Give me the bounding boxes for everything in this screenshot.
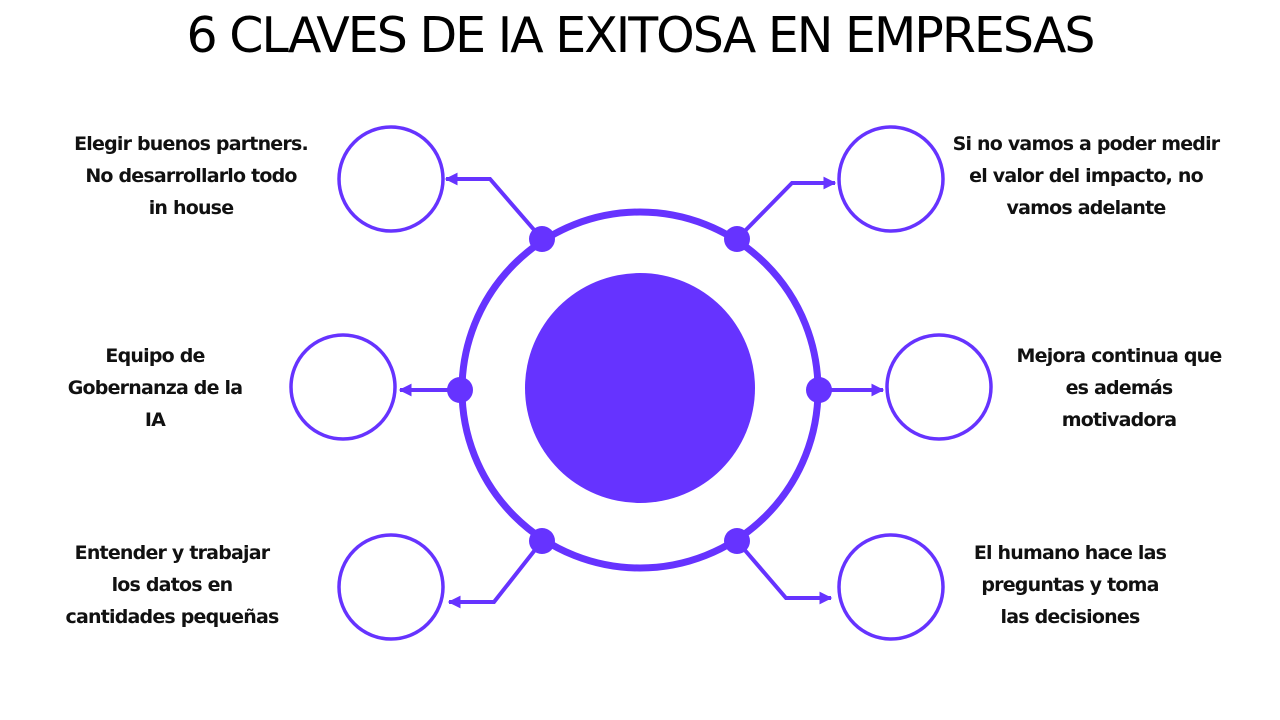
node-dot-humano (724, 528, 750, 554)
connector-medir (735, 176, 837, 241)
key-label-line: Entender y trabajar (74, 542, 270, 564)
key-label-line: Mejora continua que (1016, 345, 1223, 367)
key-label-line: cantidades pequeñas (65, 606, 280, 628)
key-label-line: Elegir buenos partners. (74, 133, 309, 155)
node-dot-mejora (806, 377, 832, 403)
key-label-line: in house (148, 197, 234, 219)
page-title: 6 CLAVES DE IA EXITOSA EN EMPRESAS (186, 7, 1096, 64)
key-label-line: es además (1065, 377, 1174, 399)
key-circle-humano (837, 533, 945, 641)
key-label-line: Gobernanza de la (67, 377, 243, 399)
connector-humano (735, 539, 833, 605)
key-label-line: el valor del impacto, no (969, 165, 1204, 187)
key-label-line: vamos adelante (1006, 197, 1167, 219)
key-label-line: las decisiones (1000, 606, 1141, 628)
connector-datos (447, 539, 544, 609)
node-dot-medir (724, 226, 750, 252)
key-label-partners: Elegir buenos partners. No desarrollarlo… (26, 128, 356, 224)
key-label-humano: El humano hace las preguntas y toma las … (950, 537, 1190, 633)
key-label-line: los datos en (111, 574, 234, 596)
key-label-line: IA (144, 409, 166, 431)
node-dot-partners (529, 226, 555, 252)
node-dot-datos (529, 528, 555, 554)
key-label-line: No desarrollarlo todo (85, 165, 297, 187)
key-label-medir: Si no vamos a poder medir el valor del i… (930, 128, 1242, 224)
key-label-gobernanza: Equipo de Gobernanza de la IA (40, 340, 270, 436)
key-circle-mejora (885, 333, 993, 441)
key-label-line: Equipo de (105, 345, 205, 367)
key-label-line: El humano hace las (973, 542, 1167, 564)
key-label-mejora: Mejora continua que es además motivadora (996, 340, 1242, 436)
key-label-line: Si no vamos a poder medir (952, 133, 1221, 155)
key-circle-partners (337, 125, 445, 233)
key-label-line: motivadora (1061, 409, 1177, 431)
key-label-line: preguntas y toma (981, 574, 1159, 596)
hub-core (525, 273, 755, 503)
key-label-datos: Entender y trabajar los datos en cantida… (38, 537, 306, 633)
node-dot-gobernanza (447, 377, 473, 403)
key-circle-datos (337, 533, 445, 641)
key-circle-gobernanza (289, 333, 397, 441)
key-circle-medir (837, 125, 945, 233)
connector-partners (444, 172, 544, 241)
